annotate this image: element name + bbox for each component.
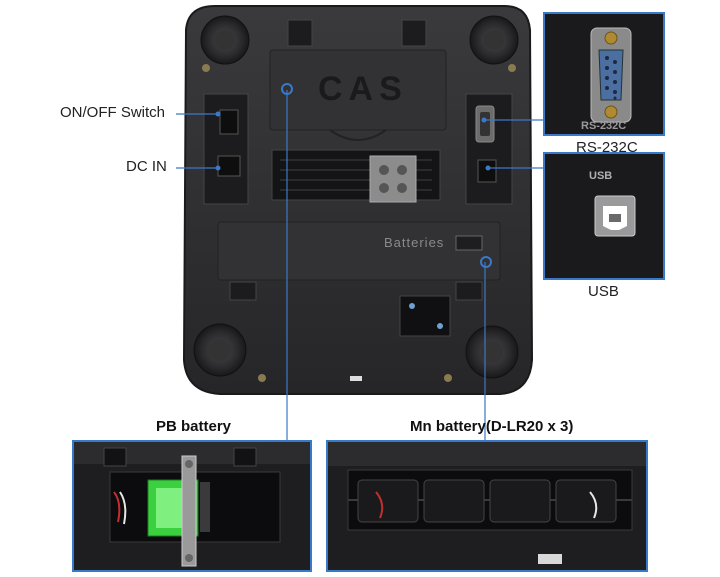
pb-callout-marker	[281, 83, 293, 95]
foot	[465, 325, 519, 379]
brand-logo: CAS	[318, 70, 408, 108]
usb-b-port-icon	[545, 154, 663, 278]
batteries-cover-label: Batteries	[384, 235, 445, 250]
rs232-inset-label: RS-232C	[581, 120, 627, 132]
db9-connector-icon	[545, 14, 663, 134]
pb-battery-label: PB battery	[156, 418, 232, 435]
rs232-label: RS-232C	[576, 139, 638, 156]
foot	[469, 15, 519, 65]
foot	[200, 15, 250, 65]
mn-battery-drawing	[328, 442, 646, 570]
foot	[193, 323, 247, 377]
pb-battery-drawing	[74, 442, 310, 570]
on-off-switch-label: ON/OFF Switch	[60, 104, 166, 121]
pb-battery-inset	[72, 440, 312, 572]
rs232-inset: RS-232C	[543, 12, 665, 136]
mn-battery-inset	[326, 440, 648, 572]
usb-inset: USB	[543, 152, 665, 280]
usb-inset-label: USB	[589, 170, 613, 182]
dc-in-label: DC IN	[126, 158, 167, 175]
mn-battery-label: Mn battery(D-LR20 x 3)	[410, 418, 574, 435]
usb-label: USB	[588, 283, 619, 300]
mn-callout-marker	[480, 256, 492, 268]
